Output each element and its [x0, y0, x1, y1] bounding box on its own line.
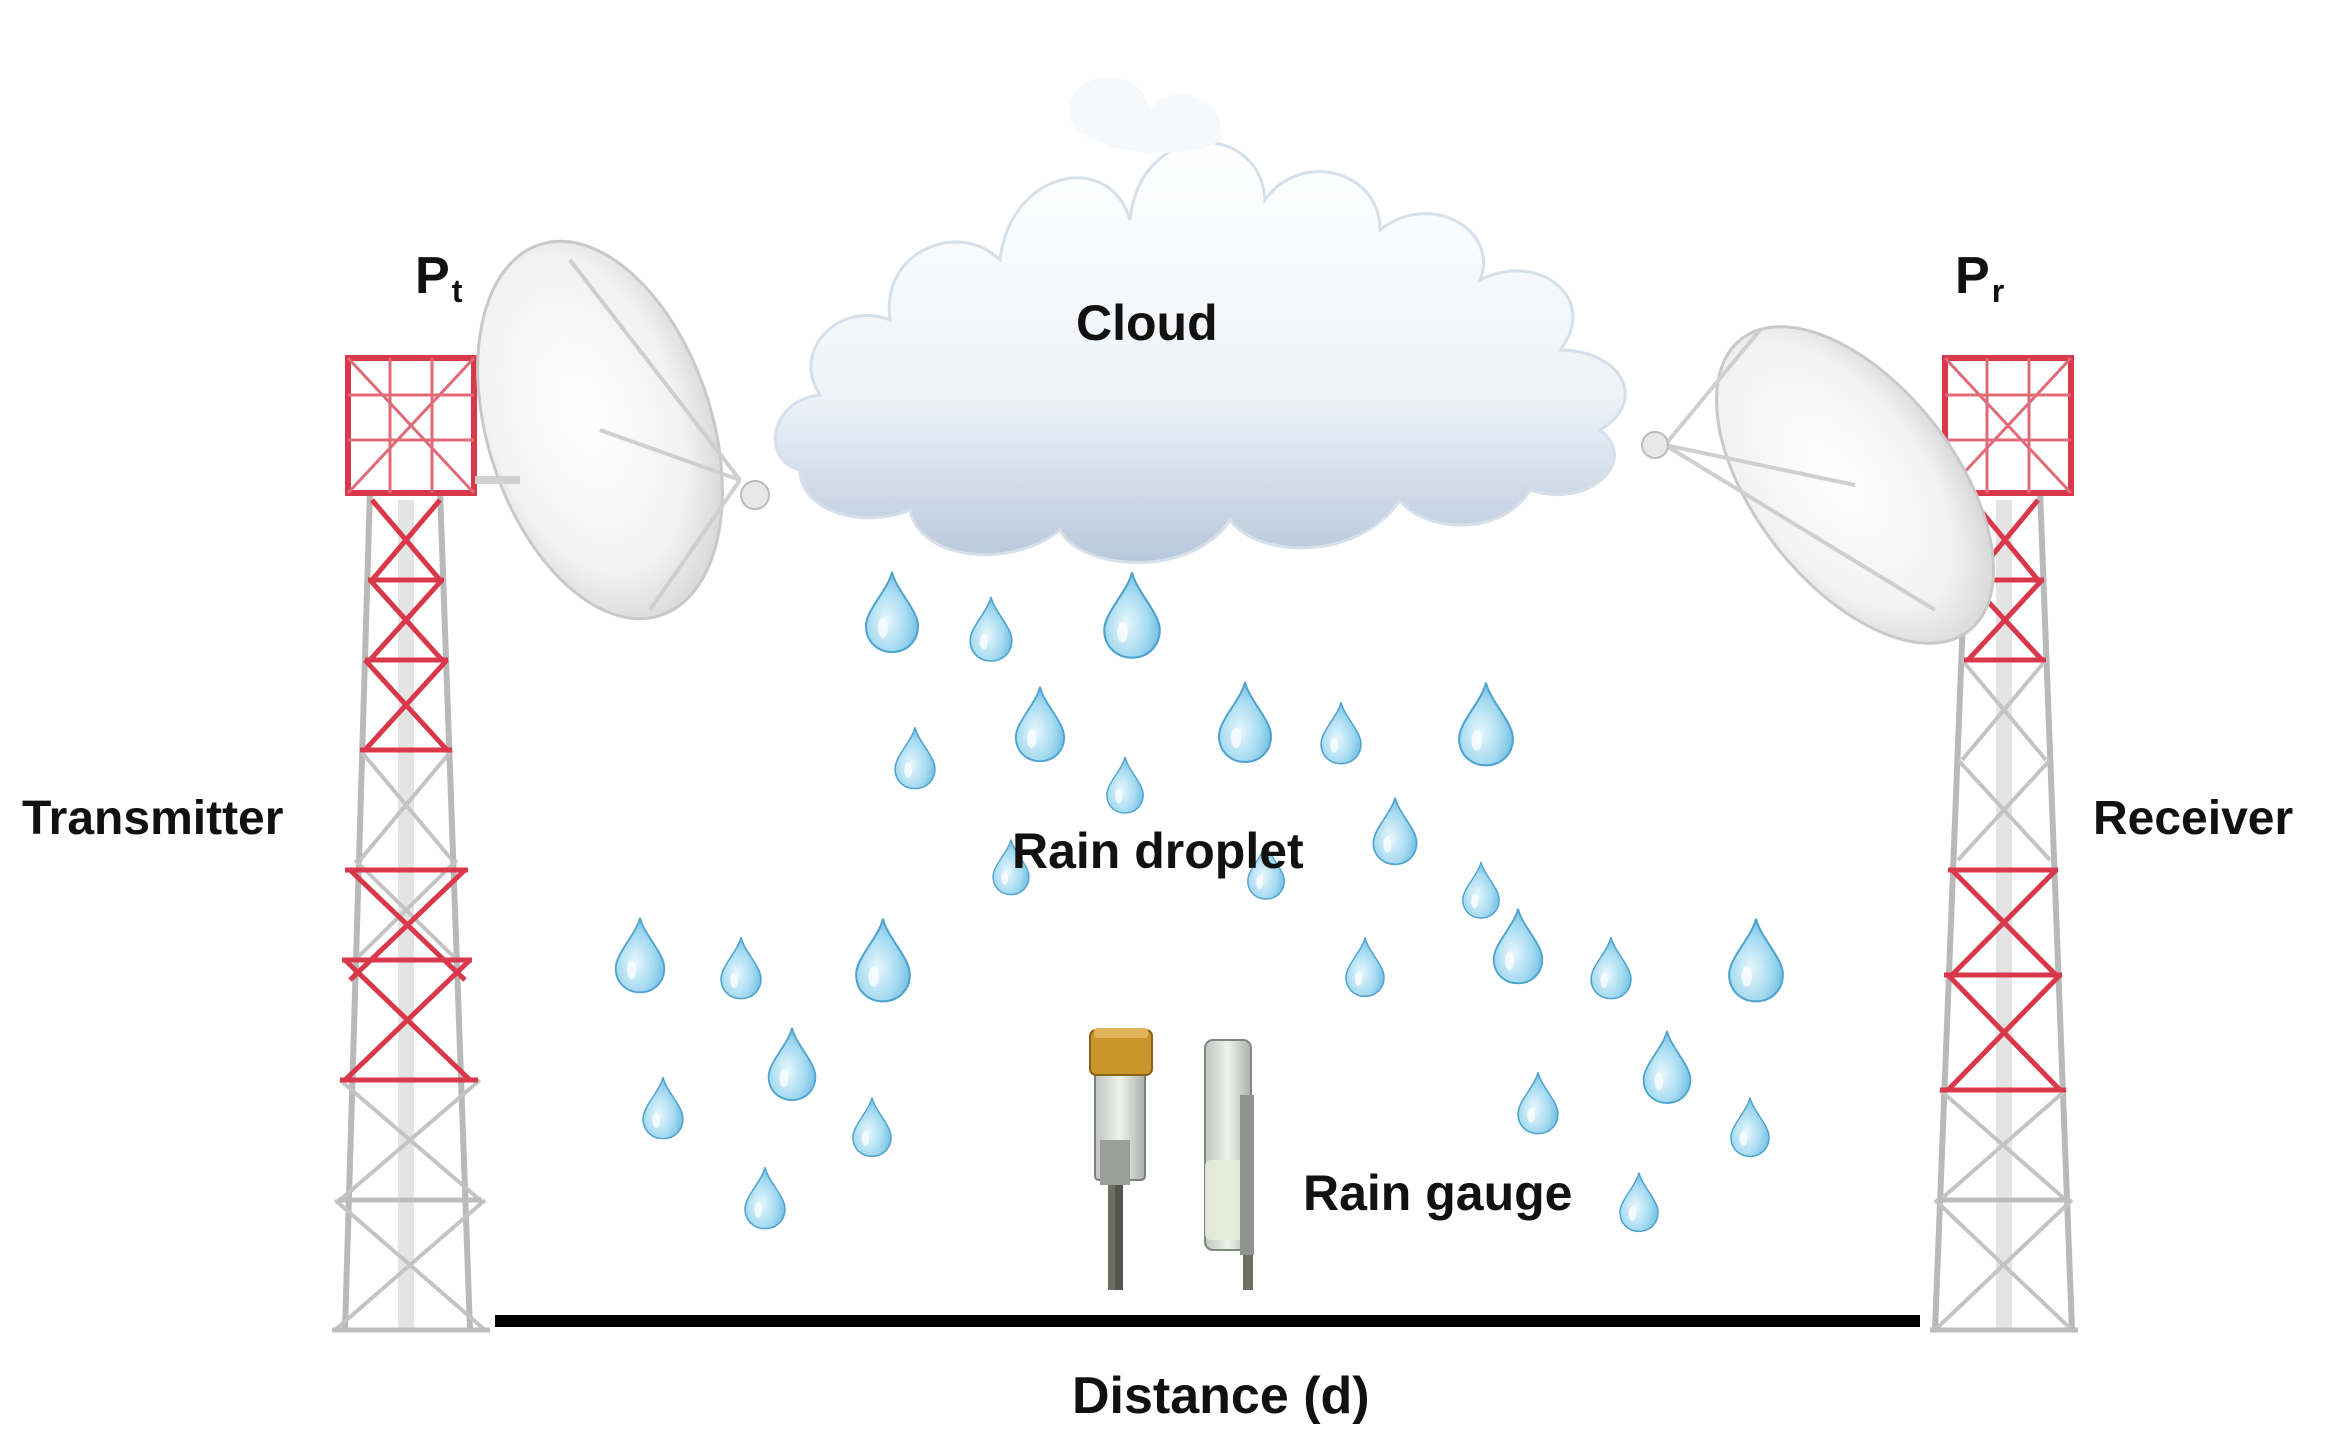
raindrop-icon: [1492, 907, 1544, 985]
receiver-tower-icon: [1930, 355, 2078, 1333]
rain-gauge-tube-icon: [1204, 1039, 1254, 1290]
raindrop-icon: [1619, 1171, 1659, 1233]
raindrop-icon: [614, 916, 666, 994]
raindrop-icon: [1103, 571, 1161, 659]
cloud-icon: [773, 77, 1627, 564]
raindrop-icon: [1728, 917, 1784, 1003]
raindrop-icon: [1372, 796, 1418, 866]
raindrop-icon: [1642, 1030, 1692, 1104]
raindrop-icon: [1106, 756, 1144, 814]
distance-label: Distance (d): [1072, 1367, 1370, 1425]
raindrop-icon: [1517, 1071, 1559, 1135]
pt-label: Pt: [415, 247, 462, 307]
rain-gauge-icon: [1089, 1028, 1153, 1290]
raindrop-icon: [852, 1096, 892, 1158]
raindrop-icon: [1218, 681, 1272, 763]
transmitter-label: Transmitter: [22, 792, 284, 845]
receiver-dish-icon: [1641, 325, 1995, 645]
raindrop-icon: [969, 596, 1013, 662]
raindrop-icon: [1462, 861, 1500, 919]
raindrop-icon: [1590, 936, 1632, 1000]
cloud-label: Cloud: [1076, 295, 1218, 351]
pt-main: P: [415, 247, 450, 305]
raindrop-icon: [1345, 936, 1385, 998]
raindrop-icon: [865, 571, 919, 653]
raindrop-icon: [855, 917, 911, 1003]
rain-droplets: [614, 571, 1784, 1233]
transmitter-dish-icon: [475, 239, 770, 621]
raindrop-icon: [1014, 685, 1066, 763]
raindrop-icon: [1730, 1096, 1770, 1158]
receiver-label: Receiver: [2093, 792, 2294, 845]
raindrop-icon: [744, 1166, 786, 1230]
raindrop-icon: [894, 726, 936, 790]
transmitter-tower-icon: [332, 355, 490, 1333]
raindrop-icon: [720, 936, 762, 1000]
pt-subscript: t: [451, 273, 463, 310]
pr-label: Pr: [1955, 247, 2004, 307]
pr-subscript: r: [1991, 273, 2005, 310]
rain-gauge-label: Rain gauge: [1303, 1165, 1573, 1221]
raindrop-icon: [767, 1027, 817, 1101]
raindrop-icon: [1458, 681, 1514, 767]
pr-main: P: [1955, 247, 1990, 305]
raindrop-icon: [1320, 701, 1362, 765]
raindrop-icon: [642, 1076, 684, 1140]
rain-droplet-label: Rain droplet: [1012, 823, 1304, 879]
